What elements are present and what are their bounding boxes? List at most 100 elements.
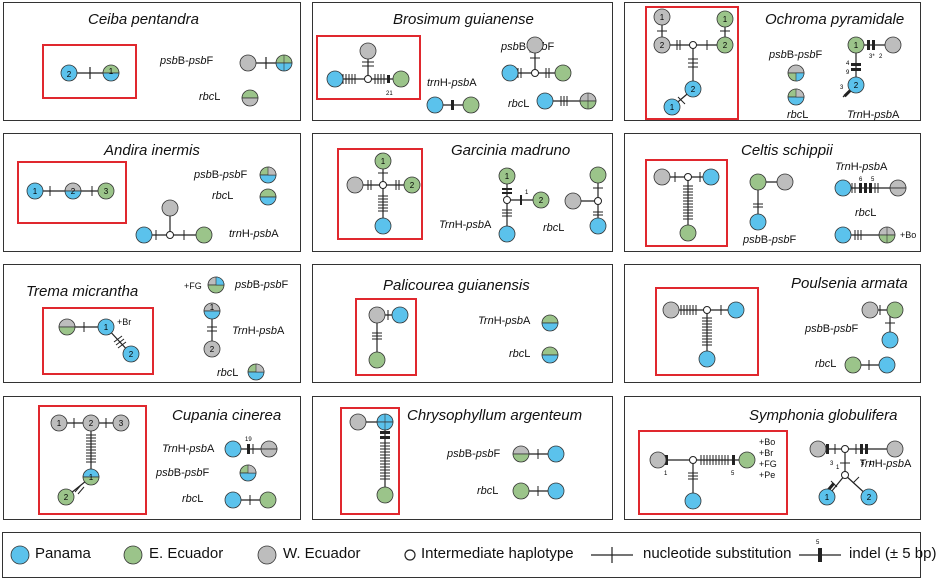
marker-label: TrnH-psbA <box>847 109 900 121</box>
indel-count: 2 <box>879 54 883 60</box>
network-trema-rbcl <box>247 363 265 381</box>
panel-title: Symphonia globulifera <box>749 407 898 424</box>
highlight-frame <box>355 298 417 376</box>
haplotype-count: 1 <box>381 157 386 166</box>
marker-label: TrnH-psbA <box>439 219 492 231</box>
haplotype-count: 2 <box>410 181 415 190</box>
marker-label: TrnH-psbA <box>859 458 912 470</box>
intermediate-haplotype-icon <box>404 549 416 561</box>
haplotype-count: 1 <box>854 41 859 50</box>
extra-label: +Bo <box>759 437 776 447</box>
panel-title: Andira inermis <box>104 142 200 159</box>
indel-count: 1* <box>869 461 875 467</box>
network-trema-main: 1 2 <box>58 318 140 363</box>
legend-intermediate-label: Intermediate haplotype <box>421 545 574 562</box>
marker-label: rbcL <box>508 98 530 110</box>
network-diagram: 6 5 <box>653 168 907 244</box>
indel-count: 19 <box>245 437 252 443</box>
haplotype-count: 2 <box>67 70 72 79</box>
network-celtis-main <box>653 168 720 242</box>
marker-label: trnH-psbA <box>427 77 477 89</box>
e-ecuador-swatch-icon <box>123 545 143 565</box>
network-diagram: 2 1 <box>60 54 293 107</box>
network-diagram: 1 2 1 2 <box>58 276 265 381</box>
network-cupania-trnh: 19 <box>224 437 278 458</box>
legend-substitution-label: nucleotide substitution <box>643 545 792 562</box>
indel-count: 3 <box>840 85 844 91</box>
network-trema-psbb <box>207 276 225 294</box>
extra-label: +FG <box>184 281 202 291</box>
extra-label: +Br <box>117 317 132 327</box>
marker-label: psbB-psbF <box>743 234 797 246</box>
network-symphonia-trnh: 1 2 3 5 1* 1 <box>809 440 904 506</box>
network-andira-rbcl <box>259 188 277 206</box>
network-palicourea-trnh <box>541 314 559 332</box>
network-trema-trnh: 1 2 <box>203 302 221 358</box>
network-chryso-rbcl <box>512 482 565 500</box>
legend-symbols: 5 <box>10 540 841 565</box>
haplotype-count: 1 <box>104 323 109 332</box>
marker-label: rbcL <box>217 367 239 379</box>
network-symphonia-main: 1 5 <box>649 451 756 510</box>
marker-label: TrnH-psbA <box>478 315 531 327</box>
panel-andira: Andira inermis psbB-psbF rbcL trnH-psbA … <box>3 133 301 252</box>
haplotype-count: 3 <box>119 419 124 428</box>
haplotype-count: 1 <box>33 187 38 196</box>
highlight-frame <box>645 6 739 120</box>
indel-legend-count: 5 <box>816 540 820 546</box>
indel-count: 1 <box>664 471 668 477</box>
marker-label: rbcL <box>815 358 837 370</box>
indel-count: 5 <box>871 177 875 183</box>
marker-label: TrnH-psbA <box>232 325 285 337</box>
haplotype-count: 1 <box>660 13 665 22</box>
network-chryso-main <box>349 413 394 504</box>
panel-title: Brosimum guianense <box>393 11 534 28</box>
network-diagram: 1 2 3 2 1 19 <box>50 414 278 509</box>
network-diagram: 1 5 1 2 3 5 1* <box>649 440 904 510</box>
network-celtis-rbcl <box>834 226 896 244</box>
indel-symbol-icon: 5 <box>799 540 841 562</box>
highlight-frame <box>645 159 728 247</box>
network-garcinia-main: 1 2 <box>346 152 421 235</box>
panel-title: Cupania cinerea <box>172 407 282 424</box>
haplotype-count: 1 <box>89 473 94 482</box>
haplotype-count: 2 <box>660 41 665 50</box>
w-ecuador-swatch-icon <box>257 545 277 565</box>
network-cupania-psbb <box>239 464 257 482</box>
network-brosimum-main: 21 <box>326 42 410 97</box>
network-andira-main: 1 2 3 <box>26 182 115 200</box>
haplotype-count: 1 <box>670 103 675 112</box>
legend: 5 Panama E. Ecuador W. Ecuador Intermedi… <box>2 532 936 578</box>
highlight-frame <box>337 148 423 240</box>
haplotype-count: 2 <box>691 85 696 94</box>
panel-cupania: Cupania cinerea TrnH-psbA psbB-psbF rbcL <box>3 396 301 520</box>
network-celtis-psbb <box>749 173 794 231</box>
marker-label: rbcL <box>787 109 809 121</box>
panel-title: Trema micrantha <box>26 283 139 300</box>
network-andira-trnh <box>135 199 213 244</box>
panel-title: Ochroma pyramidale <box>765 11 905 28</box>
legend-w-ecuador-label: W. Ecuador <box>283 545 361 562</box>
haplotype-count: 2 <box>89 419 94 428</box>
panel-garcinia: Garcinia madruno TrnH-psbA rbcL 1 2 <box>312 133 613 252</box>
panel-title: Palicourea guianensis <box>383 277 530 294</box>
marker-label: rbcL <box>543 222 565 234</box>
network-ochroma-rbcl <box>787 88 805 106</box>
network-cupania-rbcl <box>224 491 277 509</box>
network-garcinia-rbcl <box>564 166 607 235</box>
network-poulsenia-main <box>662 301 745 368</box>
marker-label: TrnH-psbA <box>162 443 215 455</box>
haplotype-count: 1 <box>505 172 510 181</box>
network-diagram: 21 <box>326 36 597 114</box>
network-palicourea-main <box>368 306 409 369</box>
panel-title: Chrysophyllum argenteum <box>407 407 583 424</box>
indel-count: 3 <box>830 461 834 467</box>
network-ceiba-rbcl <box>241 89 259 107</box>
haplotype-count: 1 <box>210 303 215 312</box>
network-poulsenia-rbcl <box>844 356 896 374</box>
marker-label: psbB-psbF <box>805 323 859 335</box>
indel-count: 4 <box>846 61 850 67</box>
marker-label: rbcL <box>182 493 204 505</box>
network-garcinia-trnh: 1 2 1 <box>498 167 550 243</box>
panel-ceiba: Ceiba pentandra psbB-psbF rbcL 2 1 <box>3 2 301 121</box>
